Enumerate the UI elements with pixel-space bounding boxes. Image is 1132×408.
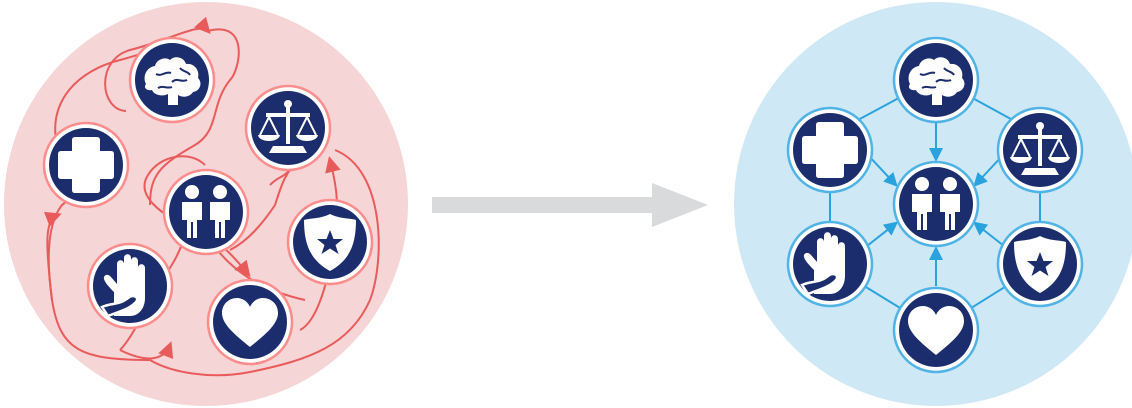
node-mental-health	[128, 36, 216, 124]
node-legal-coordinated	[996, 106, 1084, 194]
node-medical-coordinated	[786, 106, 874, 194]
node-children	[162, 168, 250, 256]
node-medical	[42, 121, 130, 209]
node-children-coordinated	[892, 160, 980, 248]
node-police-coordinated	[996, 220, 1084, 308]
node-legal	[244, 84, 332, 172]
node-police	[286, 198, 374, 286]
fragmented-system	[4, 2, 408, 406]
transition-arrow	[432, 183, 708, 227]
node-support	[86, 242, 174, 330]
coordinated-system	[734, 2, 1132, 406]
node-care-coordinated	[892, 286, 980, 374]
node-mental-health-coordinated	[892, 36, 980, 124]
node-support-coordinated	[786, 220, 874, 308]
node-care	[206, 278, 294, 366]
